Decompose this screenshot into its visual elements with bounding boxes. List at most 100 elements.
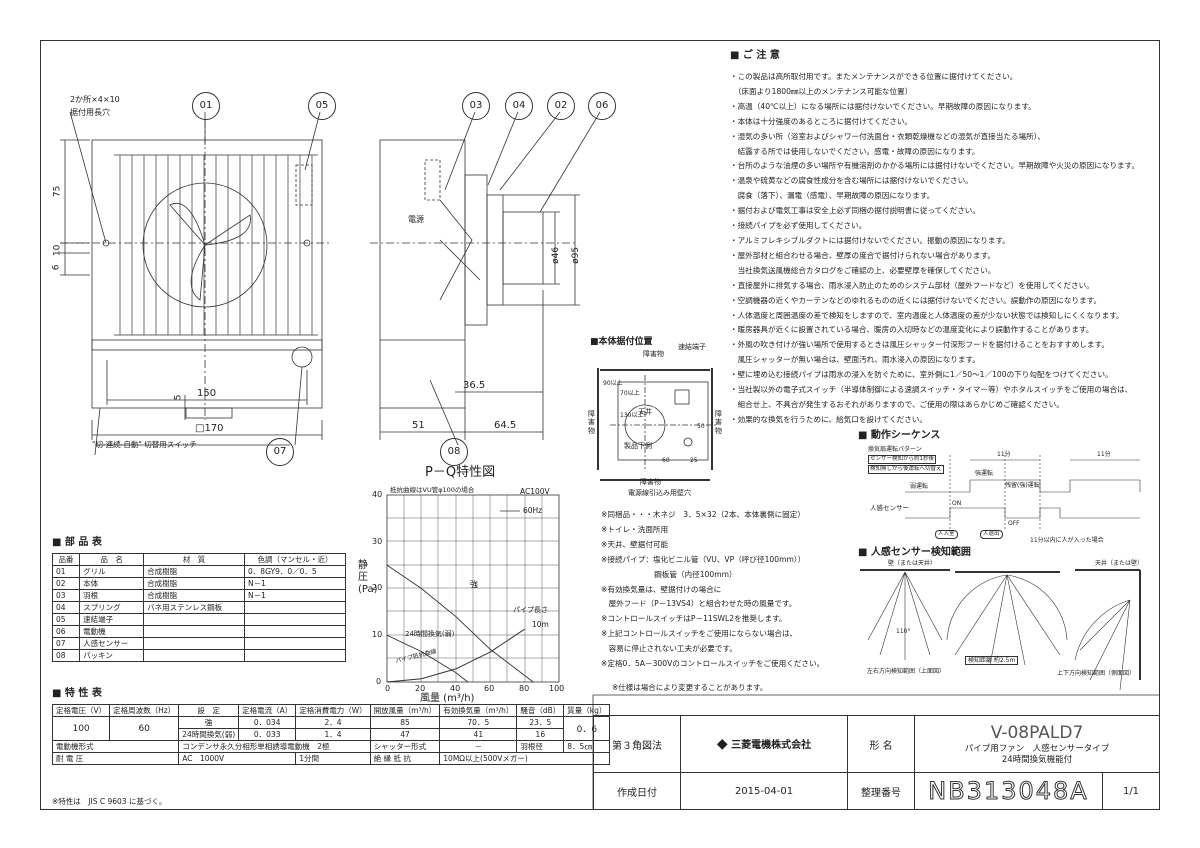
spec-cell: 23．5: [516, 716, 565, 729]
title-model-label: 形 名: [847, 714, 915, 774]
side-motor: [502, 211, 544, 285]
install-terminal: [674, 389, 690, 405]
accessory-note: ※有効換気量は、壁据付けの場合に: [601, 584, 722, 594]
install-dim-60: 60: [662, 457, 670, 464]
table-cell: N－1: [244, 577, 346, 590]
install-product-bottom: 製品下側: [624, 442, 652, 450]
pq-xtick-100: 100: [549, 684, 565, 693]
install-obstacle-top: 障害物: [643, 350, 664, 358]
install-box: [617, 381, 709, 461]
spec-insulation-value: 10MΩ以上(500Vメガー): [439, 752, 611, 765]
sequence-person-exit: 人退出: [980, 530, 1003, 539]
table-cell: N－1: [244, 589, 346, 602]
accessory-notes: ※同梱品・・・木ネジ 3．5×32（2本、本体裏側に固定） ※トイレ・洗面所用 …: [601, 508, 824, 672]
title-description-2: 24時間換気機能付: [1001, 755, 1073, 766]
detection-caption-1: 左右方向検知範囲（上面図）: [867, 668, 946, 675]
detection-wall: 壁（または天井）: [888, 560, 937, 567]
caution-item: ・据付および電気工事は安全上必ず同梱の据付説明書に従ってください。: [730, 206, 980, 216]
pq-label-24h: 24時間換気(弱): [405, 630, 455, 638]
spec-title: ■ 特 性 表: [52, 688, 102, 699]
callout-08: 08: [440, 438, 468, 466]
caution-list: ・この製品は高所取付用です。またメンテナンスができる位置に据付けてください。 （…: [730, 70, 1139, 428]
pq-label-strong: 強: [470, 580, 478, 589]
pq-xtick-0: 0: [385, 684, 391, 693]
spec-h-open-air: 開放風量（m³/h）: [369, 704, 441, 717]
table-cell: [244, 601, 346, 614]
install-dim-90: 90以上: [603, 380, 623, 387]
table-cell: 07: [51, 637, 81, 650]
table-cell: 速結端子: [79, 613, 145, 626]
hole-note-line2: 据付用長穴: [70, 108, 110, 117]
callout-07: 07: [266, 438, 294, 466]
drawing-sheet: [40, 40, 1160, 810]
caution-item: ・屋外部材と組合わせる場合、壁厚の度合で据付けられない場合があります。: [730, 250, 996, 260]
detection-lines: [860, 569, 1141, 691]
table-cell: スプリング: [79, 601, 145, 614]
switch-note: "切-連続-自動" 切替用スイッチ: [92, 440, 197, 449]
pq-ytick-10: 10: [372, 630, 383, 639]
spec-cell: 41: [439, 728, 518, 741]
caution-item: ・直接屋外に排気する場合、雨水浸入防止のためのシステム部材（屋外フードなど）を使…: [730, 280, 1094, 290]
hole-note-line1: 2か所×4×10: [70, 95, 120, 104]
caution-item: ・効果的な換気を行うために、給気口を設けてください。: [730, 414, 927, 424]
table-cell: [244, 637, 346, 650]
callout-06: 06: [588, 92, 616, 120]
pq-label-pipe-len: パイプ長さ: [513, 606, 548, 614]
dim-64-5: 64.5: [494, 420, 517, 431]
install-obstacle-bottom: 障害物: [640, 478, 661, 486]
pq-xtick-60: 60: [484, 684, 495, 693]
install-dim-50: 50: [697, 423, 705, 430]
spec-cell: 1．4: [295, 728, 371, 741]
sequence-weak: 弱運転: [910, 483, 929, 490]
spec-h-voltage: 定格電圧（V）: [51, 704, 111, 717]
sequence-row2: 検知無しから後運転へ切替え: [868, 465, 944, 474]
pq-condition: 抵抗曲線はVU管φ100の場合: [390, 486, 475, 494]
caution-item: （床面より1800㎜以上のメンテナンス可能な位置）: [730, 86, 913, 96]
pq-label-10m: 10m: [532, 620, 549, 629]
title-ref-label: 整理番号: [847, 772, 915, 810]
sequence-pattern: 換気扇運転パターン: [868, 446, 922, 453]
parts-header: 材 質: [143, 553, 246, 566]
caution-item: ・人体温度と周囲温度の差で検知をしますので、室内温度と人体温度の差が少ない状態で…: [730, 310, 1124, 320]
table-cell: 羽根: [79, 589, 145, 602]
parts-title: ■ 部 品 表: [52, 537, 102, 548]
pq-xtick-20: 20: [415, 684, 426, 693]
accessory-note: ※定格0．5A－300Vのコントロールスイッチをご使用ください。: [601, 659, 825, 669]
power-label: 電源: [408, 215, 424, 224]
pq-ytick-0: 0: [376, 677, 382, 686]
table-cell: [244, 649, 346, 662]
accessory-note: 屋外フード（P－13VS4）と組合わせた時の風量です。: [601, 599, 797, 609]
spec-change-note: ※仕様は場合により変更することがあります。: [612, 683, 768, 692]
install-cable-hole-label: 電源線引込み用壁穴: [628, 489, 691, 497]
detection-wall-right: 天井（または壁）: [1095, 560, 1144, 567]
sequence-strong: 強運転: [975, 470, 994, 477]
dim-75: 75: [52, 185, 63, 198]
table-cell: [244, 613, 346, 626]
parts-header: 色調（マンセル・近）: [244, 553, 346, 566]
spec-table: 定格電圧（V） 定格周波数（Hz） 設 定 定格電流（A） 定格消費電力（W） …: [51, 704, 611, 765]
pq-series-line-1: [386, 634, 469, 683]
sequence-after: 残留(強)運転: [1005, 482, 1040, 489]
table-cell: [143, 613, 246, 626]
table-cell: 06: [51, 625, 81, 638]
spec-withstand-value: AC 1000V: [178, 752, 297, 765]
table-cell: 合成樹脂: [143, 589, 246, 602]
caution-title: ■ ご 注 意: [730, 50, 780, 61]
callout-02: 02: [547, 92, 575, 120]
caution-item: ・外風の吹き付けが強い場所で使用するときは風圧シャッター付深形フードを据付けるこ…: [730, 340, 1109, 350]
spec-h-current: 定格電流（A）: [238, 704, 297, 717]
caution-item: 腐食（落下）、漏電（感電）、早期故障の原因になります。: [730, 191, 935, 201]
spec-motor-value: コンデンサ永久分相形単相誘導電動機 2極: [178, 740, 371, 753]
sequence-note: 11分以内に人が入った場合: [1030, 537, 1104, 544]
sequence-11min-b: 11分: [1097, 451, 1111, 458]
install-dim-70: 70以上: [620, 390, 640, 397]
pq-series-line-2: [386, 628, 525, 683]
front-frame: [91, 139, 323, 351]
dim-36-5: 36.5: [463, 380, 486, 391]
fan-blades: [169, 203, 251, 301]
sequence-row1: センサー検知から約1秒後: [868, 455, 937, 464]
caution-item: ・本体は十分強度のあるところに据付けてください。: [730, 116, 913, 126]
mitsubishi-logo-icon: ◆: [716, 736, 728, 753]
